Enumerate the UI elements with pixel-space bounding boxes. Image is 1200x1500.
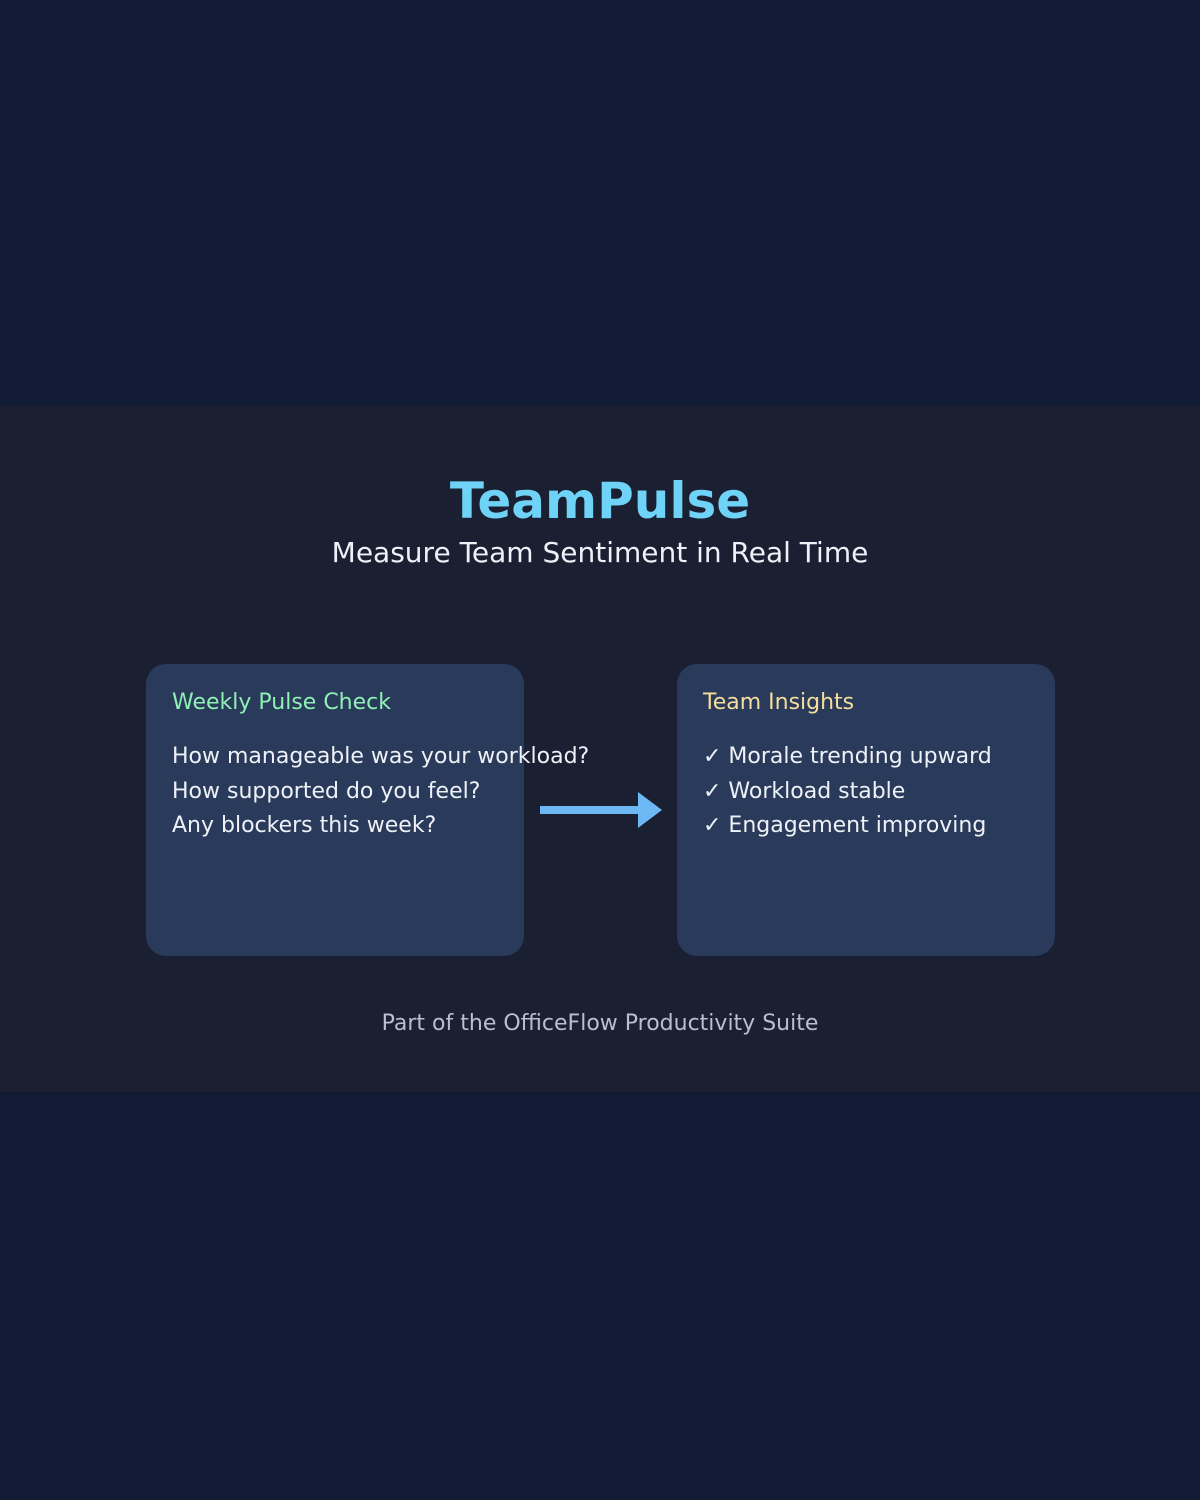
team-insights-card: Team Insights ✓ Morale trending upward ✓… xyxy=(677,664,1055,956)
pulse-question-list: How manageable was your workload? How su… xyxy=(172,740,589,844)
insight-item: ✓ Workload stable xyxy=(703,778,906,804)
arrow-right-icon xyxy=(540,792,662,828)
pulse-question: Any blockers this week? xyxy=(172,813,437,838)
weekly-pulse-card: Weekly Pulse Check How manageable was yo… xyxy=(146,664,589,956)
app-subtitle: Measure Team Sentiment in Real Time xyxy=(331,536,869,569)
insight-item: ✓ Morale trending upward xyxy=(703,744,992,769)
pulse-question: How supported do you feel? xyxy=(172,778,481,804)
team-insights-heading: Team Insights xyxy=(703,690,855,715)
app-title: TeamPulse xyxy=(449,472,751,530)
pulse-question: How manageable was your workload? xyxy=(172,744,590,769)
suite-footer: Part of the OfficeFlow Productivity Suit… xyxy=(381,1011,819,1036)
weekly-pulse-heading: Weekly Pulse Check xyxy=(172,690,392,715)
insight-item: ✓ Engagement improving xyxy=(703,813,987,838)
insight-list: ✓ Morale trending upward ✓ Workload stab… xyxy=(703,740,992,844)
